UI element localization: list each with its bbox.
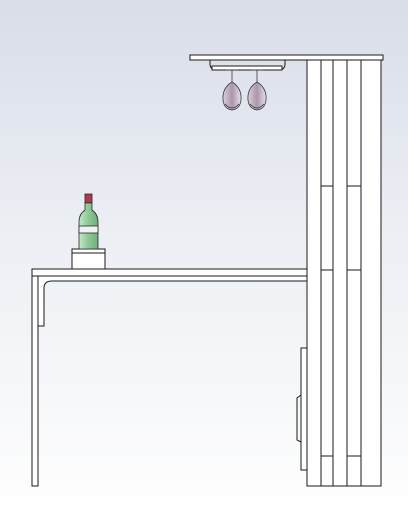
wine-glass [247,69,267,111]
bottle-cap [84,193,93,204]
counter-front-leg [31,275,39,487]
counter-bracket [37,275,317,327]
wine-bottle [78,193,99,250]
shelf-post-1 [306,57,322,487]
bar-counter [31,268,317,487]
rack-bar [211,65,283,71]
wine-glass [222,69,242,111]
shelf-post-2 [320,57,334,487]
shelf-unit [296,57,382,487]
counter-top [31,268,317,277]
bottle-stand [71,248,106,270]
canopy-top [189,54,384,61]
glass-rack [189,54,384,71]
lower-cabinet-detail [296,394,302,443]
shelf-notches [320,64,361,457]
lower-cabinet [300,347,308,471]
shelf-post-5 [360,57,382,487]
bottle-label [78,225,99,234]
shelf-post-3 [332,57,348,487]
shelf-post-4 [346,57,362,487]
